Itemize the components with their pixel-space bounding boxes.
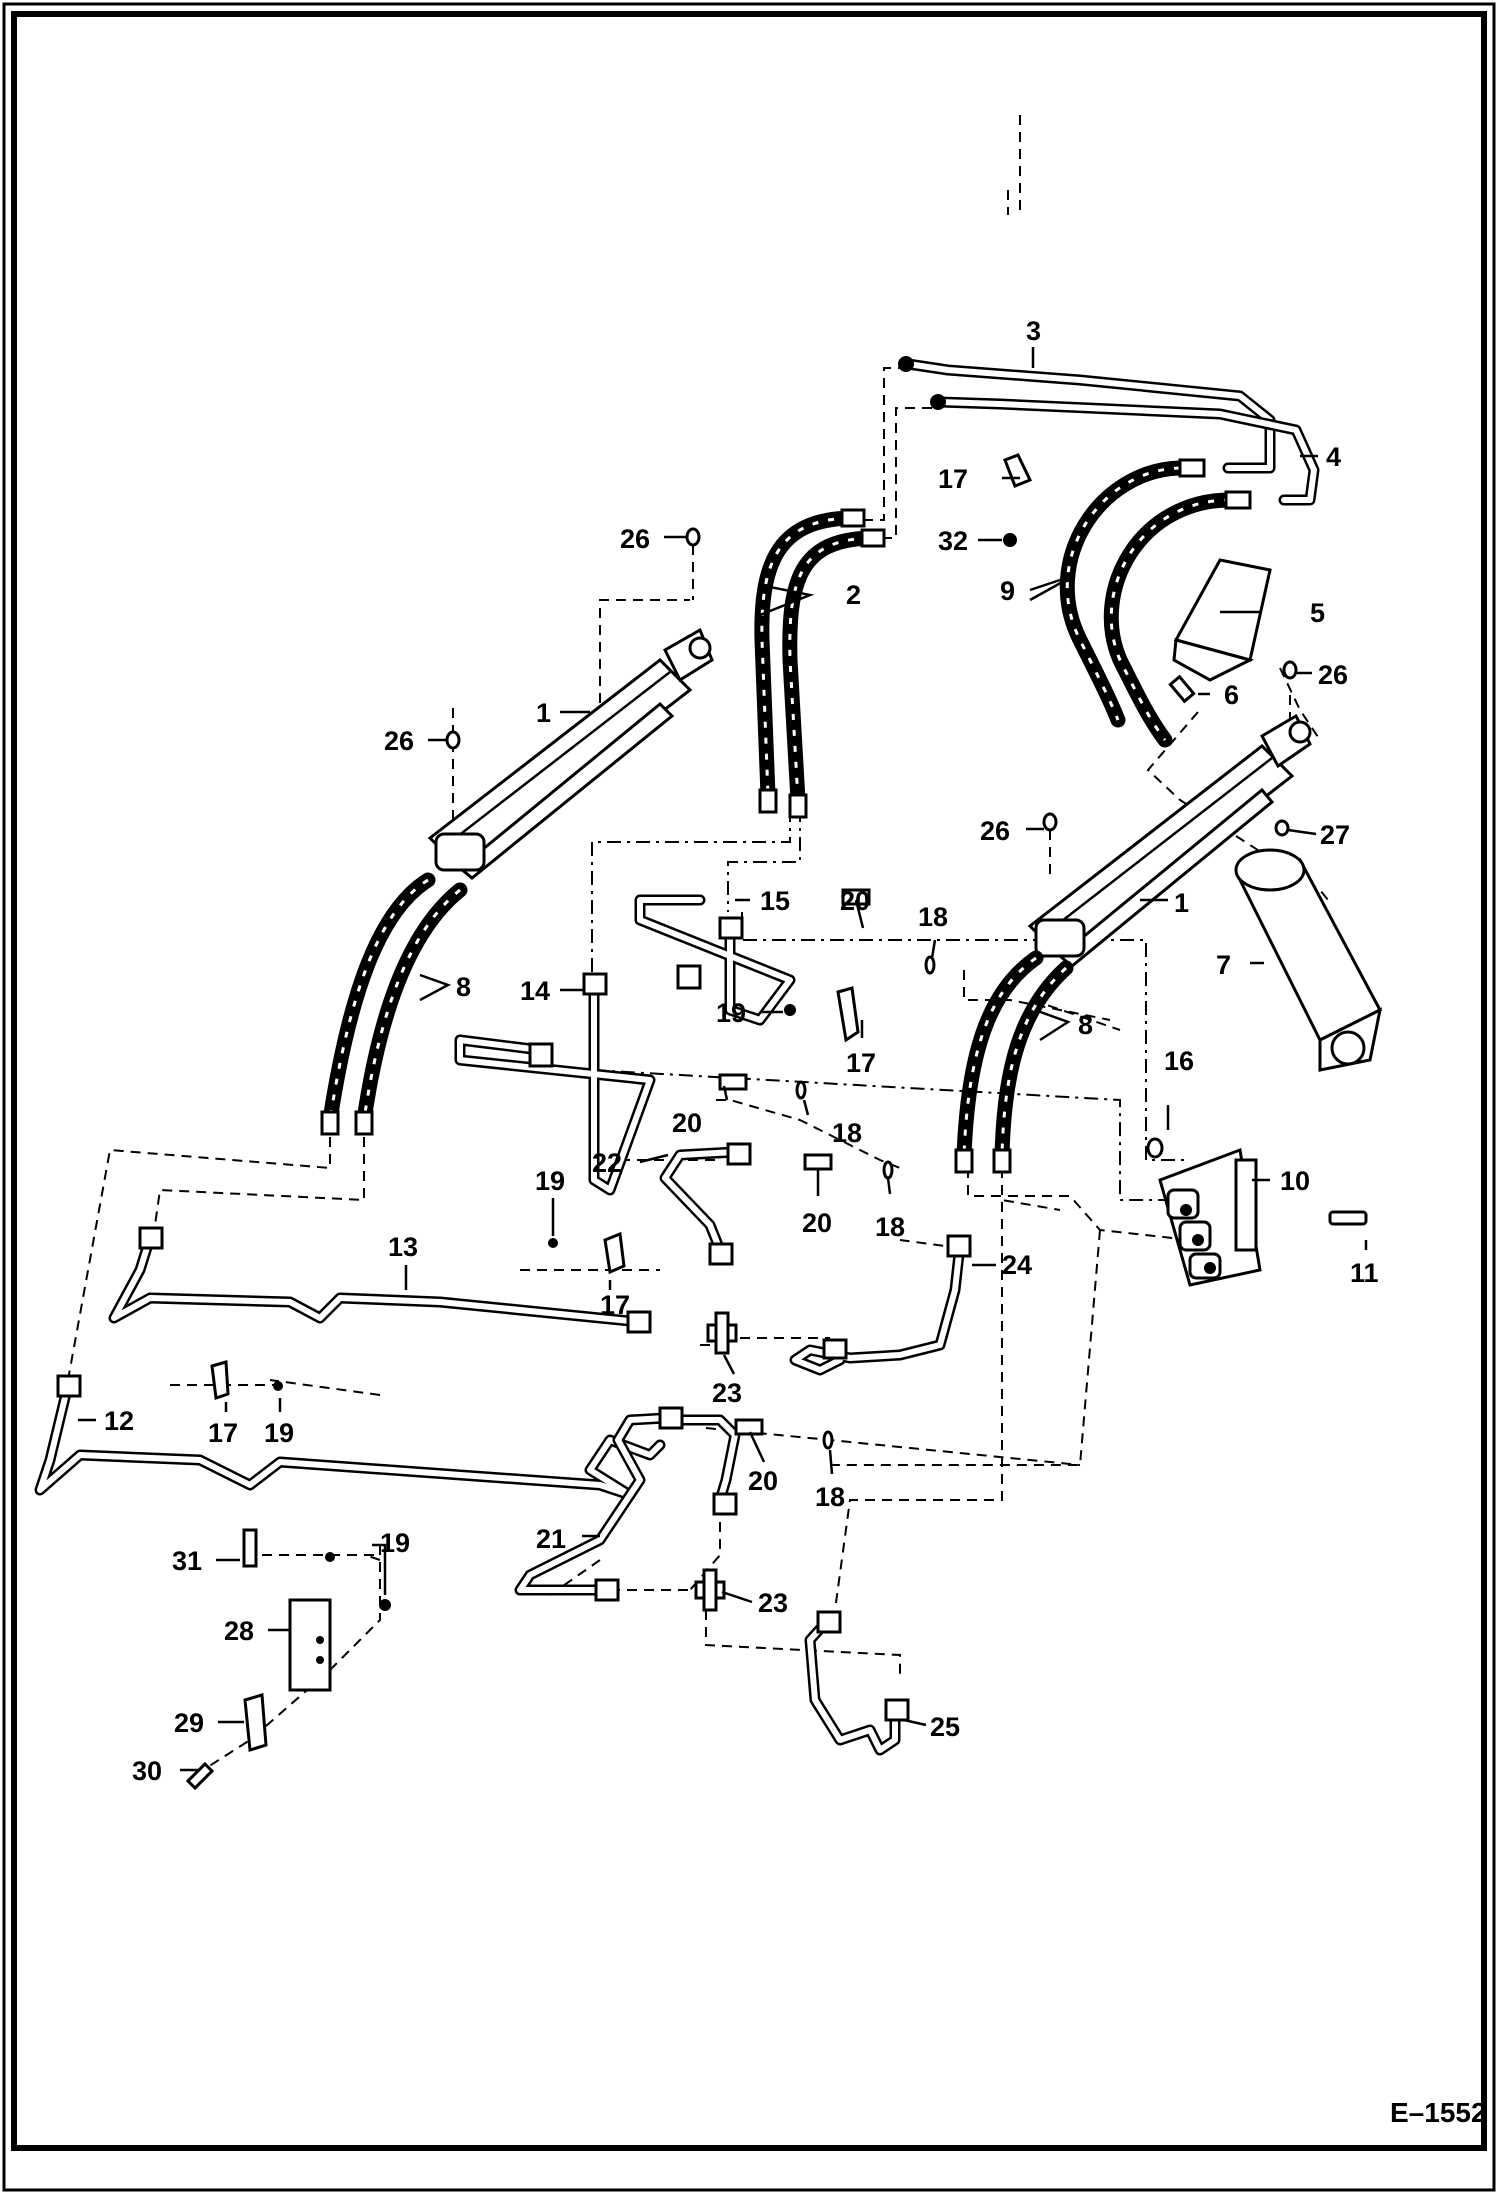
- callout-10: 10: [1280, 1166, 1310, 1196]
- cylinder-7: [1234, 848, 1383, 1072]
- callout-11: 11: [1350, 1258, 1379, 1288]
- callout-18-a: 18: [918, 902, 948, 932]
- tube-3: [898, 356, 1276, 474]
- callout-27: 27: [1320, 820, 1350, 850]
- callout-32: 32: [938, 526, 968, 556]
- callout-3: 3: [1026, 316, 1041, 346]
- callout-26-a: 26: [620, 524, 650, 554]
- callout-1-left: 1: [536, 698, 551, 728]
- callout-15: 15: [760, 886, 790, 916]
- callout-8-right: 8: [1078, 1010, 1093, 1040]
- callout-14: 14: [520, 976, 550, 1006]
- callout-26-b: 26: [384, 726, 414, 756]
- callout-16: 16: [1164, 1046, 1194, 1076]
- callout-labels: 1 1 2 3 4 5 6 7 8 8 9 10 11 12 13 14 15 …: [104, 316, 1379, 1786]
- callout-20-c: 20: [802, 1208, 832, 1238]
- callout-31: 31: [172, 1546, 202, 1576]
- callout-1-right: 1: [1174, 888, 1189, 918]
- callout-18-d: 18: [815, 1482, 845, 1512]
- callout-19-a: 19: [716, 998, 746, 1028]
- callout-7: 7: [1216, 950, 1231, 980]
- callout-19-d: 19: [380, 1528, 410, 1558]
- callout-30: 30: [132, 1756, 162, 1786]
- callout-13: 13: [388, 1232, 418, 1262]
- callout-12: 12: [104, 1406, 134, 1436]
- callout-19-b: 19: [535, 1166, 565, 1196]
- leader-lines: [78, 347, 1368, 1772]
- callout-26-d: 26: [1318, 660, 1348, 690]
- callout-6: 6: [1224, 680, 1239, 710]
- callout-29: 29: [174, 1708, 204, 1738]
- hose-8-right: [954, 950, 1074, 1174]
- callout-23-lower: 23: [758, 1588, 788, 1618]
- tube-24: [789, 1234, 972, 1376]
- hose-8-left: [320, 872, 468, 1136]
- callout-8-left: 8: [456, 972, 471, 1002]
- small-fittings: [185, 453, 1368, 1791]
- callout-5: 5: [1310, 598, 1325, 628]
- figure-code: E–1552: [1390, 2097, 1487, 2128]
- callout-2: 2: [846, 580, 861, 610]
- tube-4: [930, 394, 1320, 506]
- callout-4: 4: [1326, 442, 1341, 472]
- callout-20-d: 20: [748, 1466, 778, 1496]
- tube-22: [659, 1142, 752, 1266]
- callout-17-lower: 17: [600, 1290, 630, 1320]
- tube-13: [108, 1226, 652, 1334]
- callout-19-c: 19: [264, 1418, 294, 1448]
- callout-18-b: 18: [832, 1118, 862, 1148]
- callout-20-a: 20: [840, 886, 870, 916]
- inner-border: [11, 11, 1487, 2151]
- callout-22: 22: [592, 1148, 622, 1178]
- hose-9: [1059, 458, 1252, 748]
- tube-15: [634, 894, 796, 1026]
- callout-20-b: 20: [672, 1108, 702, 1138]
- plate-5: [1172, 558, 1272, 682]
- callout-18-c: 18: [875, 1212, 905, 1242]
- tube-14: [454, 972, 656, 1196]
- callout-21: 21: [536, 1524, 566, 1554]
- control-valve-10: [1158, 1147, 1262, 1287]
- cylinder-right: [1027, 713, 1312, 968]
- hose-2: [754, 508, 886, 819]
- cylinder-left: [427, 627, 714, 880]
- tee-23-upper: [706, 1311, 738, 1355]
- tube-12: [34, 1374, 666, 1501]
- callout-24: 24: [1002, 1250, 1032, 1280]
- callout-9: 9: [1000, 576, 1015, 606]
- callout-23-upper: 23: [712, 1378, 742, 1408]
- tee-23-lower: [694, 1568, 726, 1612]
- tube-25: [804, 1610, 910, 1756]
- callout-26-c: 26: [980, 816, 1010, 846]
- callout-17-left: 17: [208, 1418, 238, 1448]
- callout-17-mid: 17: [846, 1048, 876, 1078]
- callout-25: 25: [930, 1712, 960, 1742]
- callout-28: 28: [224, 1616, 254, 1646]
- callout-17-top: 17: [938, 464, 968, 494]
